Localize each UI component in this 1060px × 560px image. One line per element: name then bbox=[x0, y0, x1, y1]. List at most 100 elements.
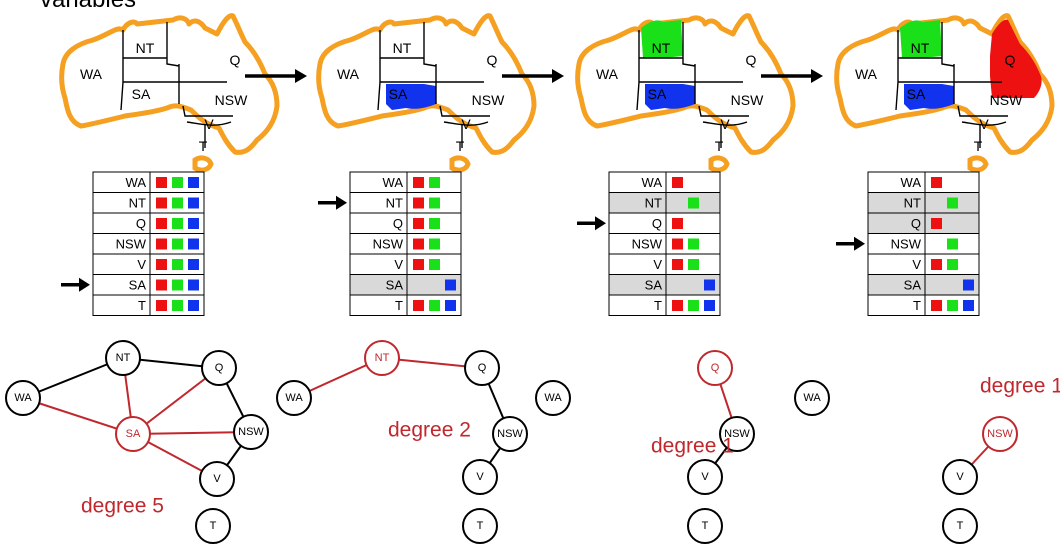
tasmania-outline bbox=[708, 155, 730, 173]
domain-swatch-r bbox=[156, 300, 167, 311]
row-label-wa: WA bbox=[126, 175, 147, 190]
domain-swatch-b bbox=[188, 177, 199, 188]
domain-swatch-g bbox=[172, 218, 183, 229]
graph-node-label-nsw: NSW bbox=[987, 428, 1013, 440]
map-label-v: V bbox=[979, 116, 989, 132]
graph-node-t bbox=[195, 508, 231, 544]
graph-node-q bbox=[201, 350, 237, 386]
row-label-v: V bbox=[394, 257, 403, 272]
map-label-nt: NT bbox=[652, 40, 671, 56]
graph-edge-q-sa bbox=[132, 367, 220, 435]
region-fill-nt bbox=[641, 20, 683, 58]
table-row-v bbox=[867, 253, 980, 275]
region-border bbox=[439, 105, 490, 117]
graph-node-label-nsw: NSW bbox=[497, 428, 523, 440]
map-label-nsw: NSW bbox=[215, 92, 248, 108]
graph-node-label-nt: NT bbox=[375, 352, 390, 364]
graph-node-label-nsw: NSW bbox=[724, 428, 750, 440]
table-row-sa bbox=[92, 274, 205, 296]
domain-swatch-b bbox=[704, 279, 715, 291]
domain-swatch-b bbox=[704, 300, 715, 311]
domain-swatch-g bbox=[688, 259, 699, 270]
domain-swatch-g bbox=[429, 238, 440, 250]
table-row-sa bbox=[608, 274, 721, 296]
domain-swatch-b bbox=[188, 197, 199, 209]
region-border bbox=[698, 105, 749, 117]
domain-swatch-g bbox=[172, 197, 183, 209]
table-row-q bbox=[867, 212, 980, 234]
domain-swatch-g bbox=[172, 177, 183, 188]
domain-swatch-r bbox=[156, 218, 167, 229]
graph-node-t bbox=[462, 508, 498, 544]
row-label-nsw: NSW bbox=[116, 236, 147, 251]
row-label-v: V bbox=[137, 257, 146, 272]
graph-node-v bbox=[199, 461, 235, 497]
region-border bbox=[682, 58, 696, 67]
row-label-wa: WA bbox=[642, 175, 663, 190]
map-label-v: V bbox=[461, 116, 471, 132]
map-label-wa: WA bbox=[80, 66, 103, 82]
row-label-sa: SA bbox=[904, 277, 922, 292]
row-label-nt: NT bbox=[386, 195, 403, 210]
graph-node-label-q: Q bbox=[215, 362, 224, 374]
map-label-v: V bbox=[204, 116, 214, 132]
row-label-q: Q bbox=[393, 216, 403, 231]
map-label-t: T bbox=[974, 138, 983, 154]
tasmania-outline bbox=[449, 155, 471, 173]
step-arrow-head bbox=[811, 69, 823, 83]
table-row-t bbox=[608, 294, 721, 316]
region-fill-q bbox=[990, 19, 1042, 98]
domain-swatch-g bbox=[688, 238, 699, 250]
table-row-nsw bbox=[867, 233, 980, 255]
table-row-q bbox=[608, 212, 721, 234]
graph-node-wa bbox=[535, 380, 571, 416]
map-label-wa: WA bbox=[596, 66, 619, 82]
graph-node-q bbox=[697, 350, 733, 386]
table-row-nt bbox=[92, 192, 205, 214]
domain-swatch-g bbox=[429, 300, 440, 311]
row-label-sa: SA bbox=[645, 277, 663, 292]
region-border bbox=[186, 121, 232, 126]
map-label-nt: NT bbox=[136, 40, 155, 56]
row-label-v: V bbox=[912, 257, 921, 272]
domain-swatch-b bbox=[188, 218, 199, 229]
step-arrow-head bbox=[552, 69, 564, 83]
map-label-nsw: NSW bbox=[990, 92, 1023, 108]
map-label-q: Q bbox=[746, 52, 757, 68]
graph-node-label-nsw: NSW bbox=[238, 426, 264, 438]
graph-node-t bbox=[687, 508, 723, 544]
region-border bbox=[941, 58, 955, 67]
domain-swatch-g bbox=[947, 300, 958, 311]
domain-swatch-g bbox=[688, 300, 699, 311]
domain-swatch-r bbox=[931, 218, 942, 229]
domain-swatch-r bbox=[413, 300, 424, 311]
domain-swatch-b bbox=[445, 300, 456, 311]
domain-swatch-g bbox=[688, 197, 699, 209]
domain-swatch-r bbox=[931, 300, 942, 311]
graph-node-nsw bbox=[492, 416, 528, 452]
table-row-v bbox=[92, 253, 205, 275]
graph-node-label-q: Q bbox=[711, 362, 720, 374]
graph-node-nt bbox=[364, 340, 400, 376]
row-label-t: T bbox=[138, 298, 146, 313]
table-row-nt bbox=[867, 192, 980, 214]
table-row-q bbox=[92, 212, 205, 234]
graph-node-v bbox=[942, 459, 978, 495]
row-label-wa: WA bbox=[901, 175, 922, 190]
region-border bbox=[957, 105, 1008, 117]
selected-row-arrow-head bbox=[336, 195, 347, 210]
graph-node-nsw bbox=[719, 416, 755, 452]
domain-swatch-r bbox=[413, 259, 424, 270]
degree-label-1: degree 5 bbox=[81, 495, 164, 518]
domain-swatch-b bbox=[445, 279, 456, 291]
row-label-sa: SA bbox=[386, 277, 404, 292]
